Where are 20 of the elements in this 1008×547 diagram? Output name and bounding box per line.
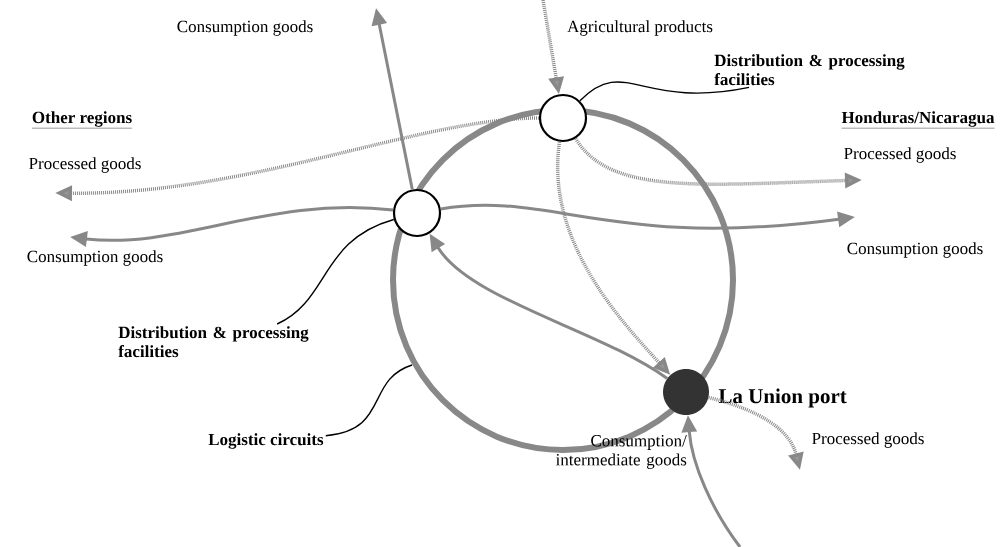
leader-line — [579, 81, 750, 102]
edge-label: Processed goods — [29, 157, 141, 173]
region-heading: Honduras/Nicaragua — [841, 111, 995, 129]
edge-label: Consumption goods — [177, 20, 313, 36]
facility-circle — [538, 93, 588, 143]
leader-line — [276, 218, 395, 325]
region-heading: Other regions — [31, 111, 133, 129]
edge-label: Processed goods — [812, 432, 924, 448]
port-dot — [663, 369, 709, 415]
callout-text: Distribution & processing facilities — [714, 54, 905, 86]
port-label: La Union port — [718, 388, 847, 408]
callout-text: Distribution & processing facilities — [118, 326, 309, 358]
edge-label: Consumption goods — [847, 242, 983, 258]
leader-line — [325, 364, 413, 437]
facility-circle — [392, 188, 442, 238]
edge-label: Agricultural products — [567, 20, 713, 36]
edge-label: Consumption/ intermediate goods — [555, 435, 687, 469]
edge-label: Consumption goods — [27, 250, 163, 266]
callout-text: Logistic circuits — [208, 433, 324, 449]
edge-label: Processed goods — [844, 147, 956, 163]
